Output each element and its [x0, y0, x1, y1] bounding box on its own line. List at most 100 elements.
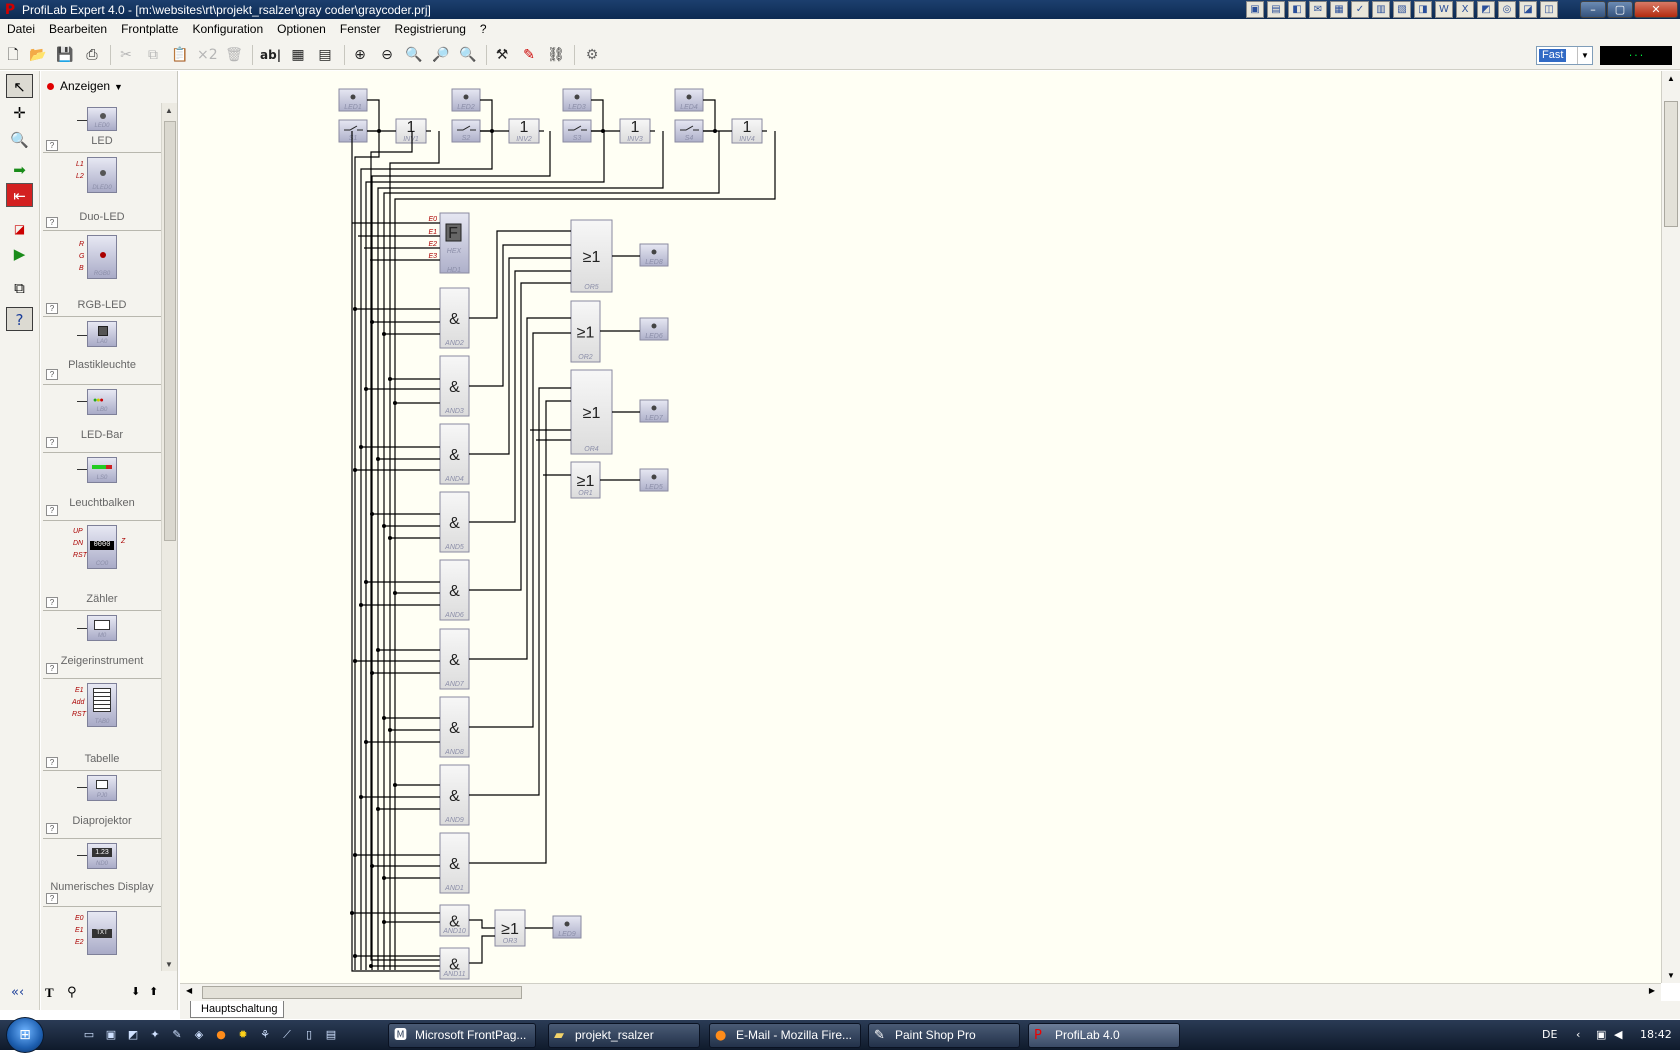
led-component[interactable] — [639, 399, 669, 423]
help-icon[interactable]: ? — [46, 823, 58, 834]
taskbar-item-folder[interactable]: ▰projekt_rsalzer — [548, 1023, 700, 1048]
library-item-diaprojektor[interactable]: PJ0 Diaprojektor ? — [43, 771, 161, 839]
and-gate[interactable] — [439, 559, 470, 621]
app-shortcut-icon[interactable]: ▤ — [1267, 1, 1285, 18]
quicklaunch-icon[interactable]: ✦ — [150, 1028, 160, 1041]
inverter-gate[interactable] — [731, 118, 763, 144]
scroll-right-icon[interactable]: ▶ — [1648, 986, 1655, 995]
mail-icon[interactable]: ✉ — [1309, 1, 1327, 18]
show-desktop-icon[interactable]: ▭ — [83, 1028, 95, 1041]
canvas-vertical-scrollbar[interactable]: ▲ ▼ — [1661, 71, 1680, 983]
app-shortcut-icon[interactable]: ▣ — [1246, 1, 1264, 18]
menu-optionen[interactable]: Optionen — [277, 22, 326, 36]
zoom-page-icon[interactable]: 🔎 — [432, 47, 450, 63]
menu-fenster[interactable]: Fenster — [339, 22, 381, 36]
page-layout-icon[interactable]: ▤ — [318, 47, 332, 63]
menu-registrierung[interactable]: Registrierung — [394, 22, 466, 36]
library-item-tabelle[interactable]: E1 Add RST TAB0 Tabelle ? — [43, 679, 161, 771]
menu-konfiguration[interactable]: Konfiguration — [192, 22, 264, 36]
and-gate[interactable] — [439, 628, 470, 690]
scroll-up-icon[interactable]: ▲ — [1667, 74, 1675, 83]
app-shortcut-icon[interactable]: ▧ — [1393, 1, 1411, 18]
and-gate[interactable] — [439, 491, 470, 553]
or-gate[interactable] — [570, 461, 601, 499]
help-icon[interactable]: ? — [46, 369, 58, 380]
and-gate[interactable] — [439, 904, 470, 937]
zoom-in-icon[interactable]: ⊕ — [354, 47, 366, 63]
move-up-icon[interactable]: ⬆ — [149, 985, 159, 998]
library-item-led[interactable]: LED0 LED ? — [43, 103, 161, 153]
quicklaunch-icon[interactable]: ◈ — [194, 1028, 204, 1041]
crosshair-icon[interactable]: ✛ — [13, 104, 26, 122]
firefox-icon[interactable]: ● — [216, 1028, 226, 1041]
new-file-icon[interactable]: 🗋 — [7, 47, 19, 63]
menu-frontplatte[interactable]: Frontplatte — [121, 22, 179, 36]
close-button[interactable]: ✕ — [1634, 1, 1678, 18]
paste-icon[interactable]: 📋 — [171, 47, 189, 63]
help-icon[interactable]: ? — [46, 505, 58, 516]
zoom-fit-icon[interactable]: 🔍 — [405, 47, 423, 63]
hex-display[interactable] — [439, 212, 470, 274]
word-icon[interactable]: W — [1435, 1, 1453, 18]
print-icon[interactable]: ⎙ — [86, 47, 98, 63]
zoom-reset-icon[interactable]: 🔍 — [459, 47, 477, 63]
cut-icon[interactable]: ✂ — [120, 47, 132, 63]
text-tool-icon[interactable]: ab| — [260, 48, 282, 62]
library-item-duo-led[interactable]: L1 L2 DLED0 Duo-LED ? — [43, 153, 161, 231]
menu-bearbeiten[interactable]: Bearbeiten — [49, 22, 108, 36]
stop-arrow-icon[interactable]: ⇤ — [6, 183, 33, 207]
hi-lo-icon[interactable]: ◪ — [13, 222, 26, 236]
grid-icon[interactable]: ▦ — [291, 47, 305, 63]
chain-icon[interactable]: ⛓ — [547, 47, 565, 63]
library-item-zeigerinstrument[interactable]: M0 Zeigerinstrument ? — [43, 611, 161, 679]
library-item-led-bar[interactable]: ●●●LB0 LED-Bar ? — [43, 385, 161, 453]
quicklaunch-icon[interactable]: ⚘ — [260, 1028, 270, 1041]
run-arrow-icon[interactable]: ➡ — [13, 161, 26, 179]
circuit-diagram[interactable]: LED1S11INV1LED2S21INV2LED3S31INV3LED4S41… — [180, 71, 1661, 983]
quicklaunch-icon[interactable]: ✎ — [172, 1028, 182, 1041]
zoom-icon[interactable]: 🔍 — [10, 131, 29, 149]
settings-gear-icon[interactable]: ⚙ — [585, 47, 599, 63]
app-shortcut-icon[interactable]: ◩ — [1477, 1, 1495, 18]
speed-select[interactable]: Fast ▼ — [1536, 46, 1593, 65]
window-switch-icon[interactable]: ▣ — [105, 1028, 117, 1041]
quicklaunch-icon[interactable]: ◩ — [127, 1028, 139, 1041]
probe-icon[interactable]: ✎ — [523, 47, 535, 63]
app-shortcut-icon[interactable]: ▥ — [1372, 1, 1390, 18]
excel-icon[interactable]: X — [1456, 1, 1474, 18]
chevron-left-icon[interactable]: ‹ — [1576, 1028, 1581, 1041]
and-gate[interactable] — [439, 764, 470, 826]
or-gate[interactable] — [570, 300, 601, 363]
copy-component-icon[interactable]: ⧉ — [14, 279, 25, 297]
help-icon[interactable]: ? — [46, 893, 58, 904]
volume-icon[interactable]: ◀ — [1614, 1028, 1623, 1041]
app-shortcut-icon[interactable]: ◪ — [1519, 1, 1537, 18]
scrollbar-thumb[interactable] — [202, 986, 522, 999]
tab-hauptschaltung[interactable]: Hauptschaltung — [190, 1001, 285, 1018]
chevron-down-icon[interactable]: ▼ — [1577, 47, 1592, 64]
menu-help[interactable]: ? — [479, 22, 487, 36]
library-category-dropdown[interactable]: Anzeigen▼ — [41, 77, 161, 95]
quicklaunch-icon[interactable]: ▤ — [325, 1028, 337, 1041]
language-indicator[interactable]: DE — [1542, 1028, 1558, 1041]
scroll-up-icon[interactable]: ▲ — [165, 106, 173, 115]
binoculars-icon[interactable]: ⚲ — [67, 985, 77, 1000]
help-icon[interactable]: ? — [46, 303, 58, 314]
app-shortcut-icon[interactable]: ◎ — [1498, 1, 1516, 18]
context-help-icon[interactable]: ? — [6, 307, 33, 331]
network-icon[interactable]: ▣ — [1596, 1028, 1607, 1041]
app-shortcut-icon[interactable]: ◨ — [1414, 1, 1432, 18]
quicklaunch-icon[interactable]: ⟋ — [283, 1028, 291, 1041]
and-gate[interactable] — [439, 287, 470, 349]
clock[interactable]: 18:42 — [1640, 1028, 1672, 1041]
app-shortcut-icon[interactable]: ◫ — [1540, 1, 1558, 18]
app-shortcut-icon[interactable]: ◧ — [1288, 1, 1306, 18]
scroll-down-icon[interactable]: ▼ — [1667, 971, 1675, 980]
help-icon[interactable]: ? — [46, 663, 58, 674]
library-item-leuchtbalken[interactable]: LS0 Leuchtbalken ? — [43, 453, 161, 521]
select-arrow-icon[interactable]: ↖ — [6, 74, 33, 98]
open-folder-icon[interactable]: 📂 — [29, 47, 47, 63]
library-item-text-display[interactable]: E0 E1 E2 TXT — [43, 907, 161, 971]
quicklaunch-icon[interactable]: ✹ — [238, 1028, 248, 1041]
